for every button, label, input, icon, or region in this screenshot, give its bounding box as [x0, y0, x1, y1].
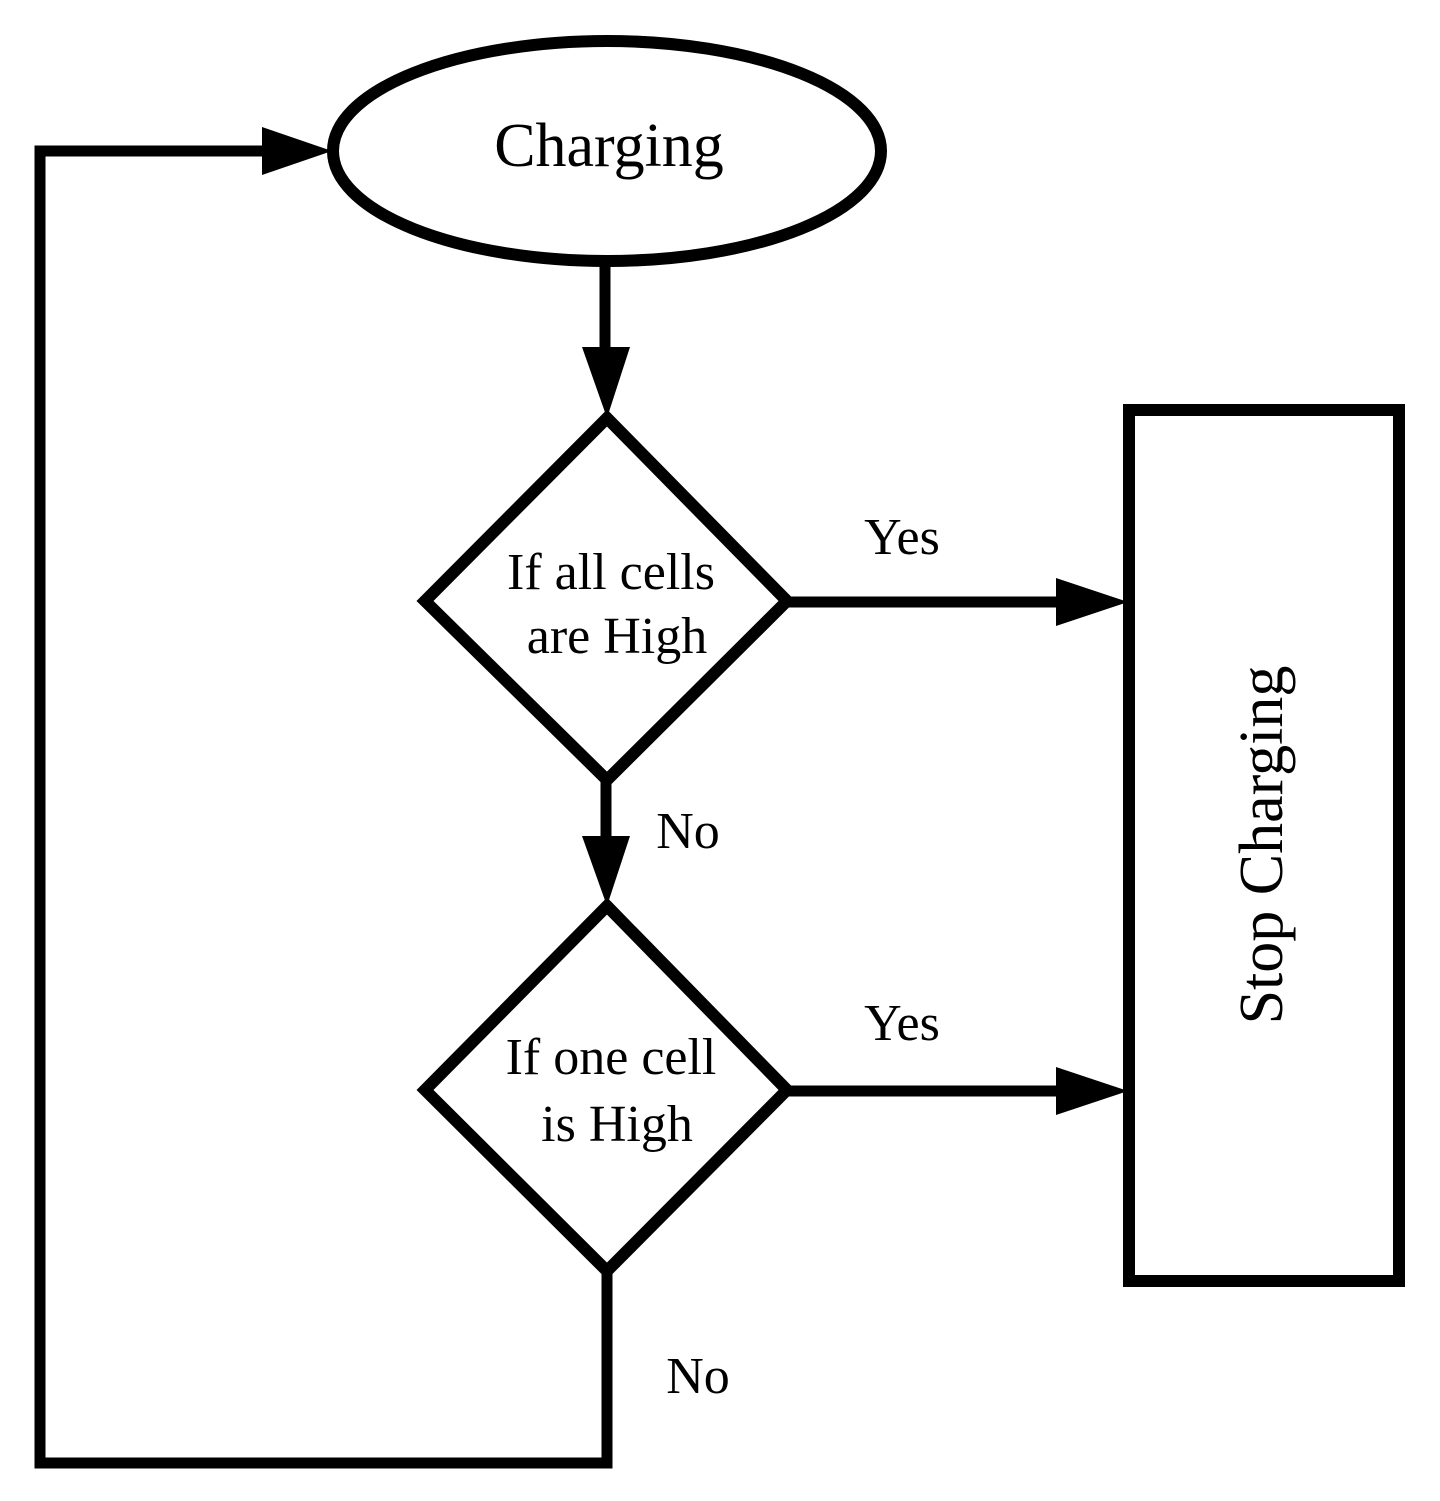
yes-label-2: Yes: [864, 995, 940, 1052]
arrow-head: [1056, 1067, 1128, 1115]
arrow-head: [582, 836, 630, 906]
node-charging: Charging: [327, 35, 887, 267]
node-decision-one-cell: If one cell is High: [416, 897, 796, 1280]
decision-all-line1: If all cells: [507, 544, 715, 601]
node-stop-charging: Stop Charging: [1123, 404, 1405, 1287]
edge-decision-one-no-loop: No: [34, 127, 730, 1469]
edge-decision-all-no: No: [582, 776, 720, 906]
edge-charging-to-decision-all: [582, 262, 630, 418]
decision-all-line2: are High: [527, 608, 707, 665]
decision-one-line1: If one cell: [506, 1029, 717, 1086]
arrow-head: [1056, 578, 1128, 626]
decision-one-diamond: [416, 897, 796, 1280]
arrow-head: [262, 127, 332, 175]
loop-line: [34, 145, 613, 1469]
decision-one-line2: is High: [541, 1096, 693, 1153]
charging-ellipse: [327, 35, 887, 267]
no-label-2: No: [666, 1348, 730, 1405]
no-label-1: No: [656, 803, 720, 860]
node-decision-all-cells: If all cells are High: [416, 409, 796, 789]
arrow-head: [582, 347, 630, 418]
stop-charging-box: [1123, 404, 1405, 1287]
edge-decision-one-yes: Yes: [784, 995, 1128, 1115]
yes-label-1: Yes: [864, 509, 940, 566]
charging-label: Charging: [494, 112, 724, 180]
stop-charging-label: Stop Charging: [1228, 666, 1296, 1025]
edge-decision-all-yes: Yes: [784, 509, 1128, 626]
